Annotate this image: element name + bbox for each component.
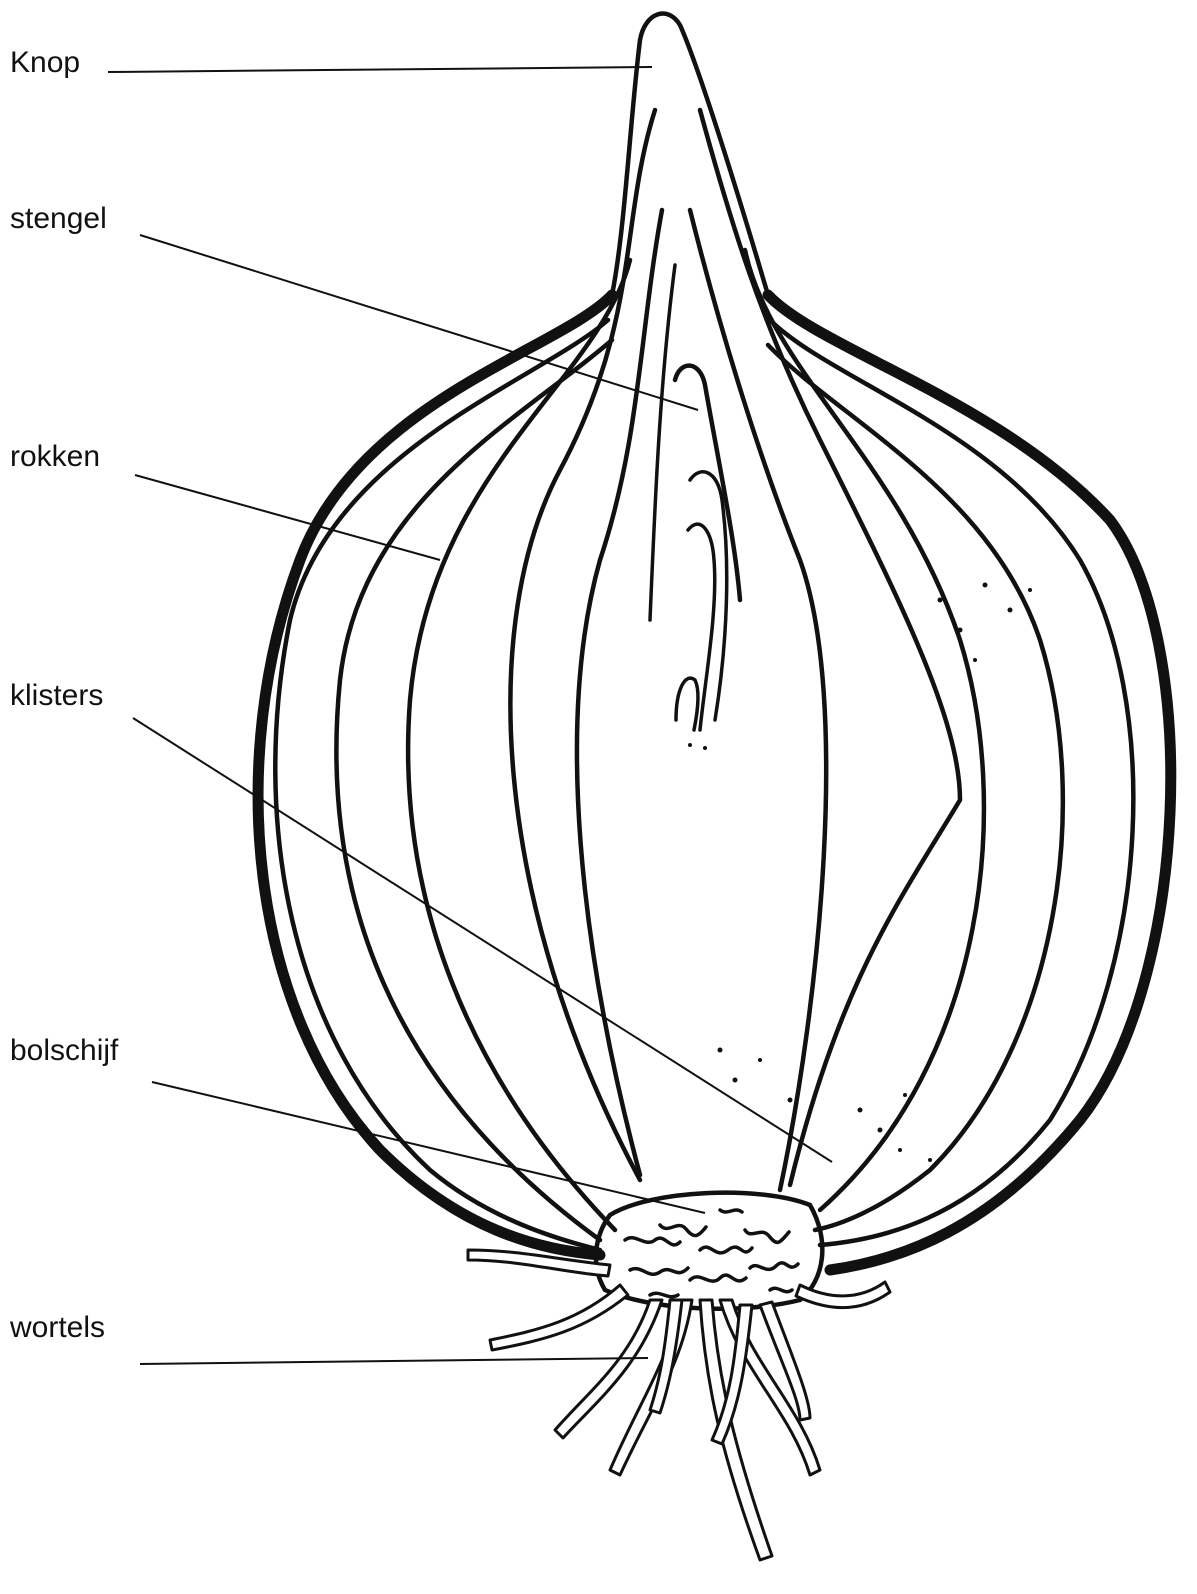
roots: [468, 1250, 890, 1560]
scale-right-5: [690, 210, 826, 1190]
leader-knop: [108, 67, 652, 72]
label-rokken: rokken: [10, 440, 100, 473]
label-wortels: wortels: [9, 1311, 105, 1344]
labels: Knop stengel rokken klisters bolschijf w…: [9, 46, 119, 1344]
scale-left-1: [275, 320, 608, 1250]
basal-plate: [596, 1193, 822, 1309]
label-knop: Knop: [10, 46, 80, 79]
scale-left-6: [650, 265, 675, 620]
label-stengel: stengel: [10, 202, 107, 235]
label-bolschijf: bolschijf: [10, 1034, 119, 1067]
leader-klisters: [133, 718, 832, 1162]
leader-rokken: [135, 475, 440, 560]
label-klisters: klisters: [10, 679, 103, 712]
scale-right-4: [700, 110, 960, 1185]
stem-bud-inner-2: [688, 524, 715, 730]
stem-bud: [675, 366, 740, 600]
outer-skin: [258, 295, 612, 1255]
leader-lines: [108, 67, 832, 1364]
stem-bud-inner-3: [676, 678, 698, 730]
leader-wortels: [140, 1358, 648, 1364]
scale-left-5: [577, 210, 662, 1175]
root: [490, 1285, 628, 1350]
onion-bulb: [258, 14, 1171, 1270]
basal-plate-texture: [625, 1210, 798, 1297]
